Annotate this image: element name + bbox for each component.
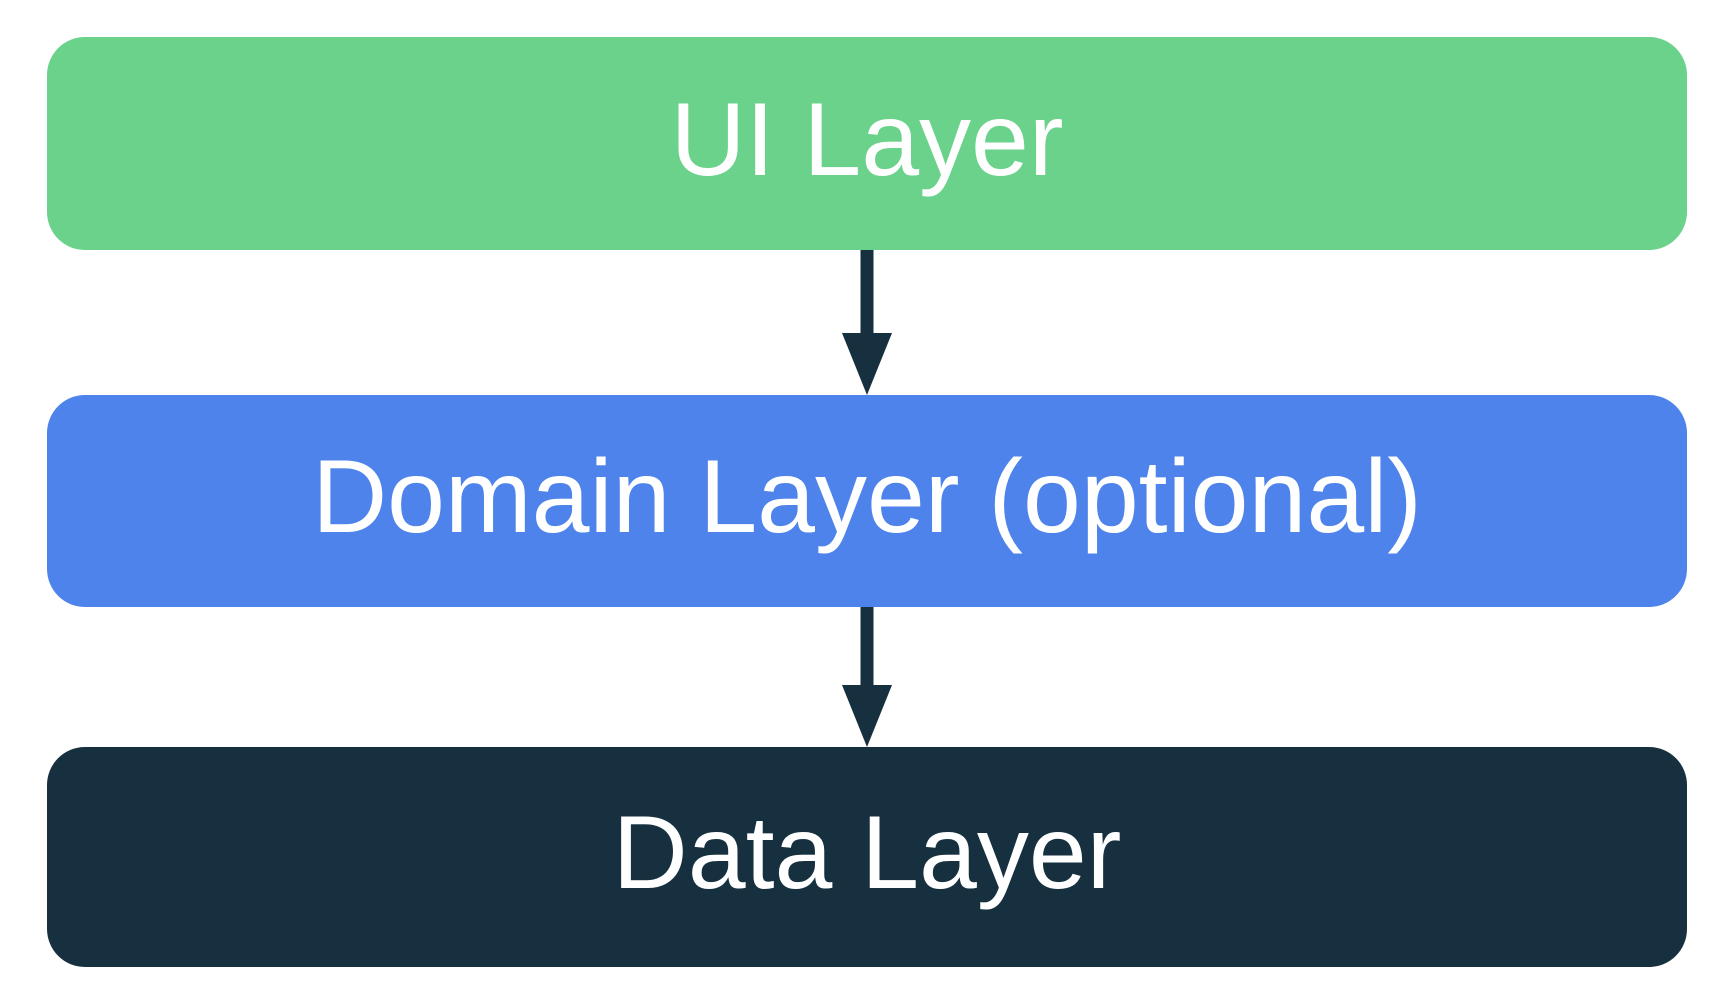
ui-layer-label: UI Layer — [670, 81, 1064, 198]
arrow-down-icon — [842, 607, 892, 747]
data-layer-box: Data Layer — [47, 747, 1687, 967]
arrow-down-icon — [842, 250, 892, 395]
domain-layer-box: Domain Layer (optional) — [47, 395, 1687, 607]
domain-layer-label: Domain Layer (optional) — [312, 439, 1422, 555]
data-layer-label: Data Layer — [612, 795, 1122, 911]
ui-layer-box: UI Layer — [47, 37, 1687, 250]
